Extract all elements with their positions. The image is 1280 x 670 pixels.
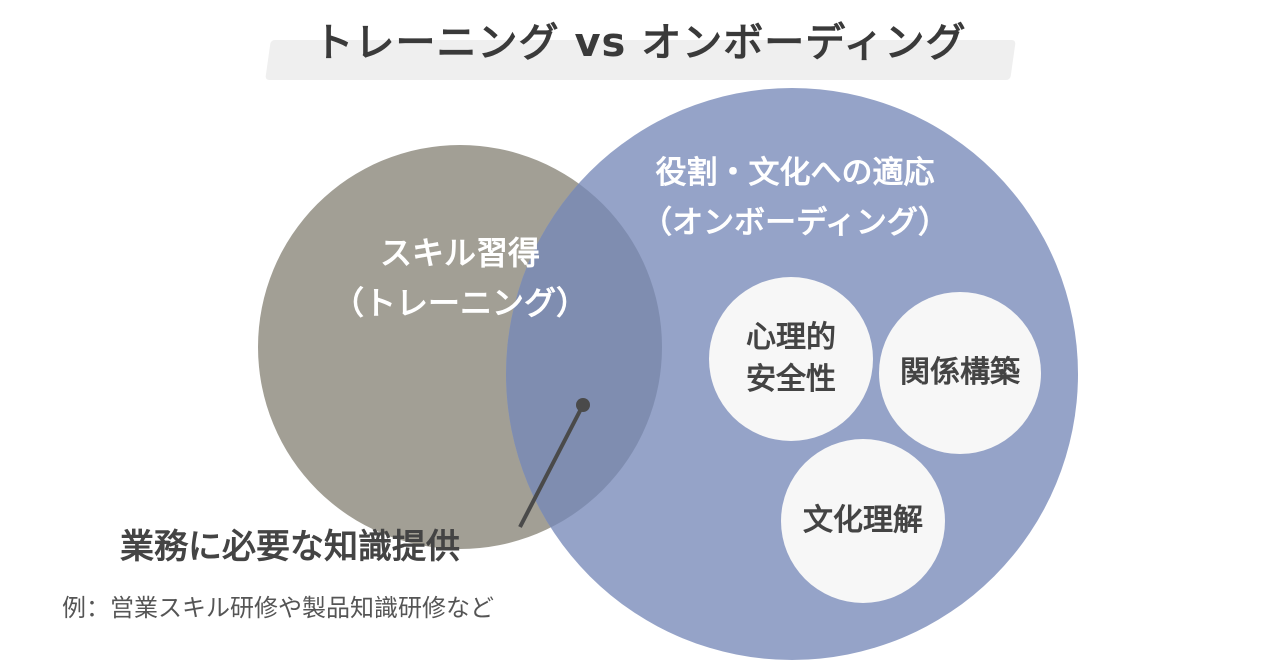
psychological-safety-line1: 心理的 — [746, 320, 836, 355]
psychological-safety-line2: 安全性 — [746, 362, 836, 397]
training-label: スキル習得 （トレーニング） — [310, 228, 610, 328]
onboarding-label-line2: （オンボーディング） — [641, 205, 949, 241]
training-label-line1: スキル習得 — [379, 234, 540, 272]
intersection-example: 例：営業スキル研修や製品知識研修など — [62, 594, 494, 622]
culture-understanding-label: 文化理解 — [803, 503, 923, 538]
page-title: トレーニング vs オンボーディング — [313, 20, 967, 66]
psychological-safety-circle — [709, 277, 873, 441]
connector-dot — [576, 398, 590, 412]
onboarding-label: 役割・文化への適応 （オンボーディング） — [590, 148, 1000, 248]
relationship-building-circle — [879, 292, 1041, 454]
training-label-line2: （トレーニング） — [331, 284, 588, 322]
relationship-building-label: 関係構築 — [900, 355, 1020, 390]
connector-line — [518, 404, 585, 528]
onboarding-label-line1: 役割・文化への適応 — [655, 155, 935, 191]
psychological-safety-label: 心理的 安全性 — [711, 317, 871, 401]
culture-understanding-circle — [781, 439, 945, 603]
intersection-title: 業務に必要な知識提供 — [120, 527, 460, 567]
